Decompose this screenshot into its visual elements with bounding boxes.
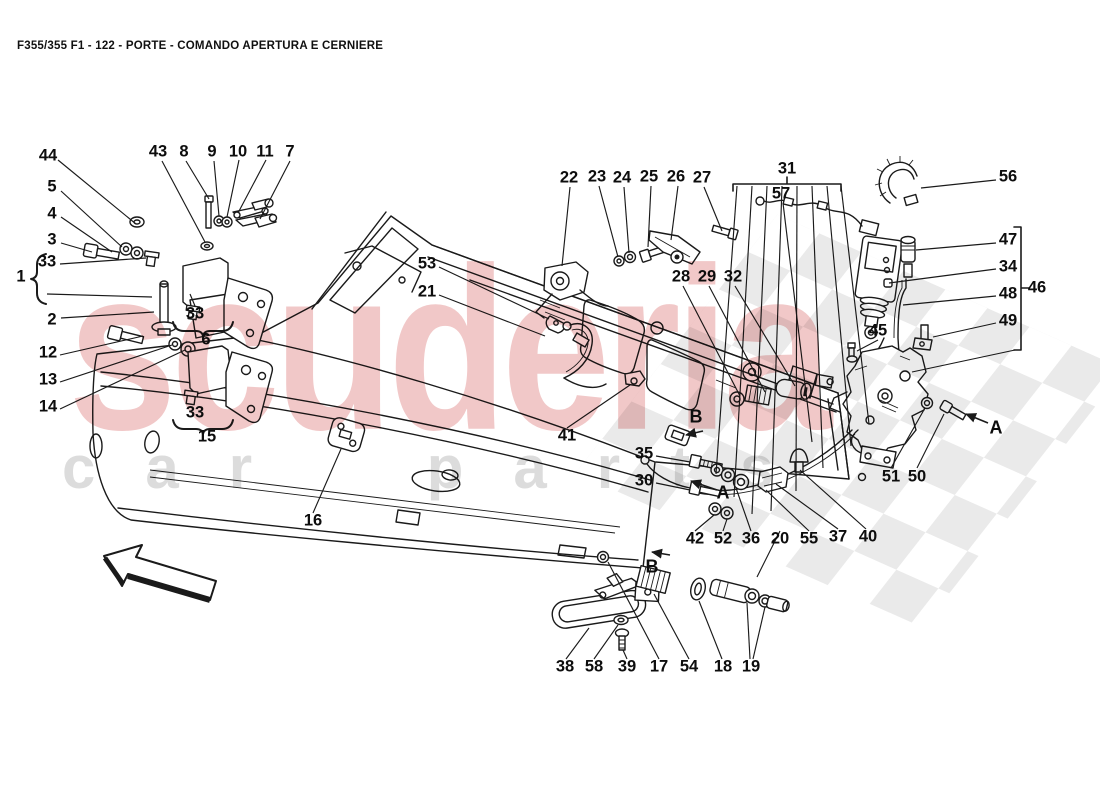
lower-hinge-assembly: [106, 325, 274, 424]
lock-screws-50-51: [920, 396, 967, 421]
rod-clip-49: [912, 324, 933, 351]
striker-bolts-washers: [688, 448, 809, 520]
door-outer-panel: [89, 336, 656, 569]
page-title: F355/355 F1 - 122 - PORTE - COMANDO APER…: [17, 40, 384, 52]
rubber-hook: [874, 156, 919, 207]
handle-shaft-parts: [596, 550, 790, 613]
reference-arrows: [651, 413, 989, 559]
leader-lines: [46, 159, 1016, 660]
door-inner-frame: [251, 211, 867, 482]
lock-knob-47: [900, 235, 916, 278]
group-brackets: [30, 176, 1030, 435]
lock-actuator: [854, 235, 904, 363]
wiring-harness: [755, 196, 880, 237]
striker-wedge-and-screws: [613, 224, 739, 267]
lock-latch-assembly: [829, 345, 929, 469]
bolt-45: [846, 342, 858, 363]
direction-arrow-icon: [102, 544, 217, 603]
upper-hinge-assembly: [82, 195, 278, 350]
connecting-rod-48: [893, 278, 907, 355]
door-pull-plate: [327, 417, 366, 453]
cable-clip-41: [624, 370, 646, 387]
release-cable: [562, 321, 607, 389]
door-check-strap: [535, 261, 609, 319]
